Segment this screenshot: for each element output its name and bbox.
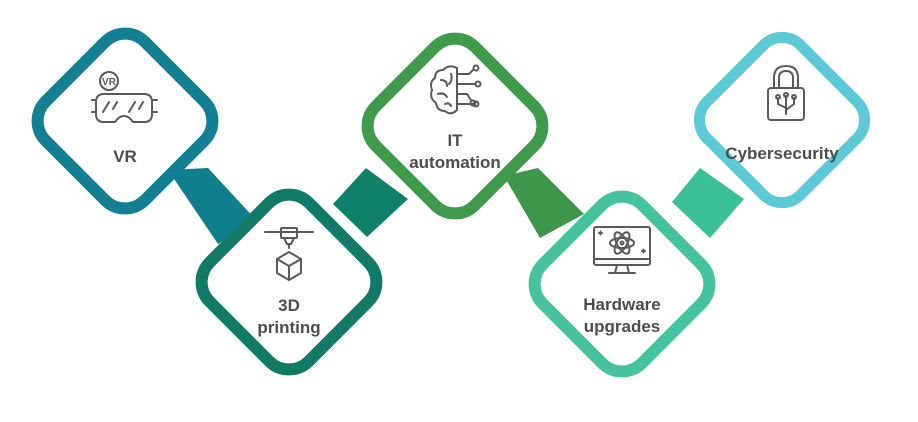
padlock-circuit-icon [767, 65, 805, 121]
node-3d-printing-label-line: 3D [278, 296, 300, 315]
node-vr-label: VR [85, 146, 165, 168]
connectors [168, 168, 744, 244]
vr-icon-badge-text: VR [102, 77, 117, 88]
node-it-automation-label-line: automation [409, 153, 501, 172]
node-hardware-upgrades-label-line: Hardware [583, 295, 661, 314]
node-hardware-upgrades-label-line: upgrades [583, 317, 661, 336]
node-3d-printing-label: 3D printing [239, 295, 339, 339]
connector-it-automation-hardware-upgrades [504, 168, 584, 238]
vr-headset-icon: VR [91, 71, 158, 123]
node-cybersecurity-label-line: Cybersecurity [725, 144, 839, 163]
node-it-automation-diamond [361, 32, 549, 220]
node-it-automation-label-line: IT [447, 131, 463, 150]
connector-vr-3d-printing [168, 168, 258, 244]
node-hardware-upgrades-diamond [528, 190, 716, 378]
node-hardware-upgrades-label: Hardware upgrades [567, 294, 677, 338]
icons: VR [91, 64, 805, 281]
node-vr-diamond [31, 27, 219, 215]
node-it-automation-label: IT automation [400, 130, 510, 174]
connector-hardware-upgrades-cybersecurity [672, 168, 744, 238]
node-vr-label-line: VR [113, 147, 137, 166]
3d-printer-icon [264, 227, 314, 281]
brain-circuit-icon [430, 64, 482, 115]
node-3d-printing-diamond [195, 188, 383, 376]
node-3d-printing-label-line: printing [257, 318, 321, 337]
node-cybersecurity-label: Cybersecurity [717, 143, 847, 165]
nodes [31, 27, 871, 378]
connector-3d-printing-it-automation [333, 168, 408, 237]
monitor-atom-icon [593, 226, 651, 274]
